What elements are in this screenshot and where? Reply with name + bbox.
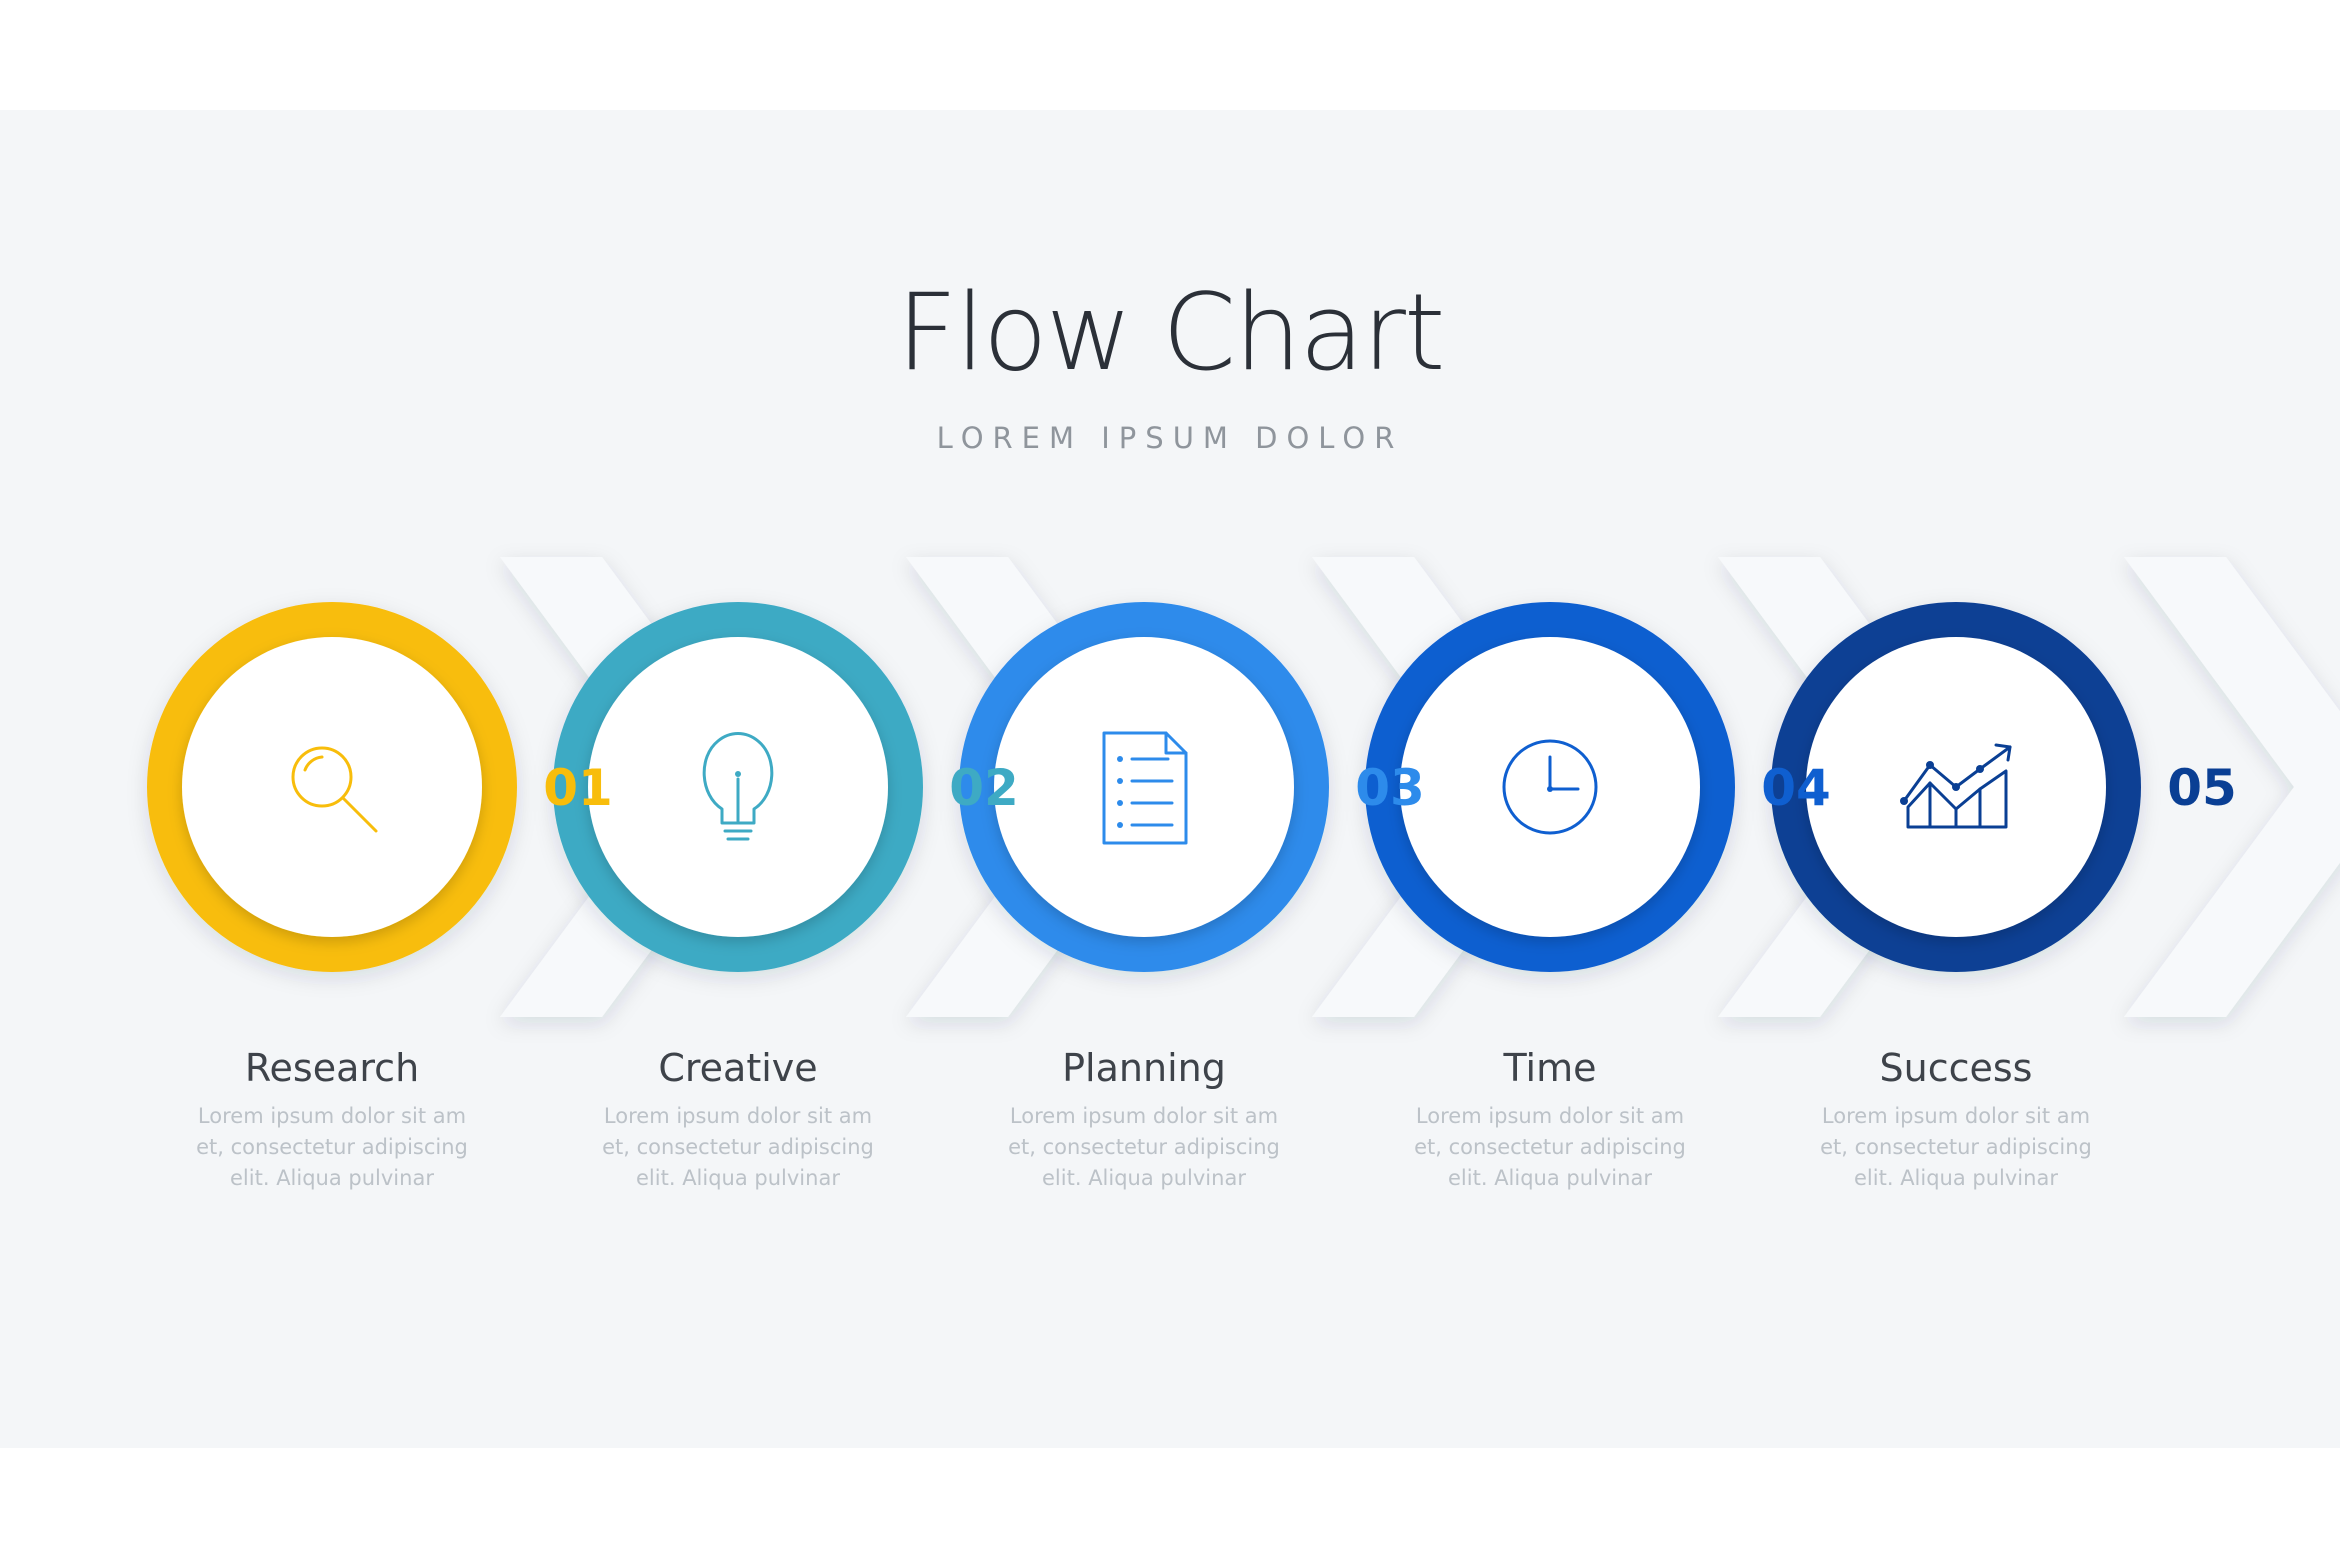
step-description-line: elit. Aliqua pulvinar <box>636 1166 840 1190</box>
ring-layer <box>147 602 2141 972</box>
chevron-5 <box>2124 557 2340 1017</box>
step-number-3: 03 <box>1355 759 1425 817</box>
step-description-line: Lorem ipsum dolor sit am <box>197 1104 467 1128</box>
lightbulb-icon <box>702 732 774 841</box>
step-ring-2 <box>553 602 923 972</box>
ring-inner-3 <box>994 637 1294 937</box>
step-label-4: Time <box>1503 1046 1597 1090</box>
step-label-3: Planning <box>1062 1046 1226 1090</box>
page-title: Flow Chart <box>896 271 1446 394</box>
step-description-4: Lorem ipsum dolor sit am et, consectetur … <box>1400 1101 1700 1194</box>
step-description-line: et, consectetur adipiscing <box>1820 1135 2092 1159</box>
step-description-3: Lorem ipsum dolor sit am et, consectetur … <box>994 1101 1294 1194</box>
step-ring-3 <box>959 602 1329 972</box>
step-label-2: Creative <box>658 1046 818 1090</box>
clock-icon <box>1502 739 1598 835</box>
step-number-2: 02 <box>949 759 1019 817</box>
step-description-line: et, consectetur adipiscing <box>1414 1135 1686 1159</box>
search-icon <box>291 746 378 833</box>
step-description-line: Lorem ipsum dolor sit am <box>1415 1104 1685 1128</box>
step-description-1: Lorem ipsum dolor sit am et, consectetur … <box>182 1101 482 1194</box>
step-description-5: Lorem ipsum dolor sit am et, consectetur … <box>1806 1101 2106 1194</box>
step-ring-5 <box>1771 602 2141 972</box>
step-label-5: Success <box>1879 1046 2033 1090</box>
step-description-line: Lorem ipsum dolor sit am <box>603 1104 873 1128</box>
step-description-line: elit. Aliqua pulvinar <box>1854 1166 2058 1190</box>
document-list-icon <box>1102 731 1188 845</box>
step-label-1: Research <box>244 1046 420 1090</box>
step-description-line: elit. Aliqua pulvinar <box>1042 1166 1246 1190</box>
step-number-1: 01 <box>543 759 613 817</box>
step-description-line: et, consectetur adipiscing <box>602 1135 874 1159</box>
step-description-line: elit. Aliqua pulvinar <box>230 1166 434 1190</box>
ring-inner-1 <box>182 637 482 937</box>
growth-chart-icon <box>1900 743 2012 829</box>
step-description-line: Lorem ipsum dolor sit am <box>1821 1104 2091 1128</box>
step-number-5: 05 <box>2167 759 2237 817</box>
step-description-line: elit. Aliqua pulvinar <box>1448 1166 1652 1190</box>
step-ring-4 <box>1365 602 1735 972</box>
page-subtitle: LOREM IPSUM DOLOR <box>936 421 1404 455</box>
step-ring-1 <box>147 602 517 972</box>
step-description-line: Lorem ipsum dolor sit am <box>1009 1104 1279 1128</box>
step-description-line: et, consectetur adipiscing <box>1008 1135 1280 1159</box>
number-layer: 01 02 03 04 05 <box>543 759 2237 817</box>
step-number-4: 04 <box>1761 759 1831 817</box>
step-description-line: et, consectetur adipiscing <box>196 1135 468 1159</box>
step-description-2: Lorem ipsum dolor sit am et, consectetur … <box>588 1101 888 1194</box>
